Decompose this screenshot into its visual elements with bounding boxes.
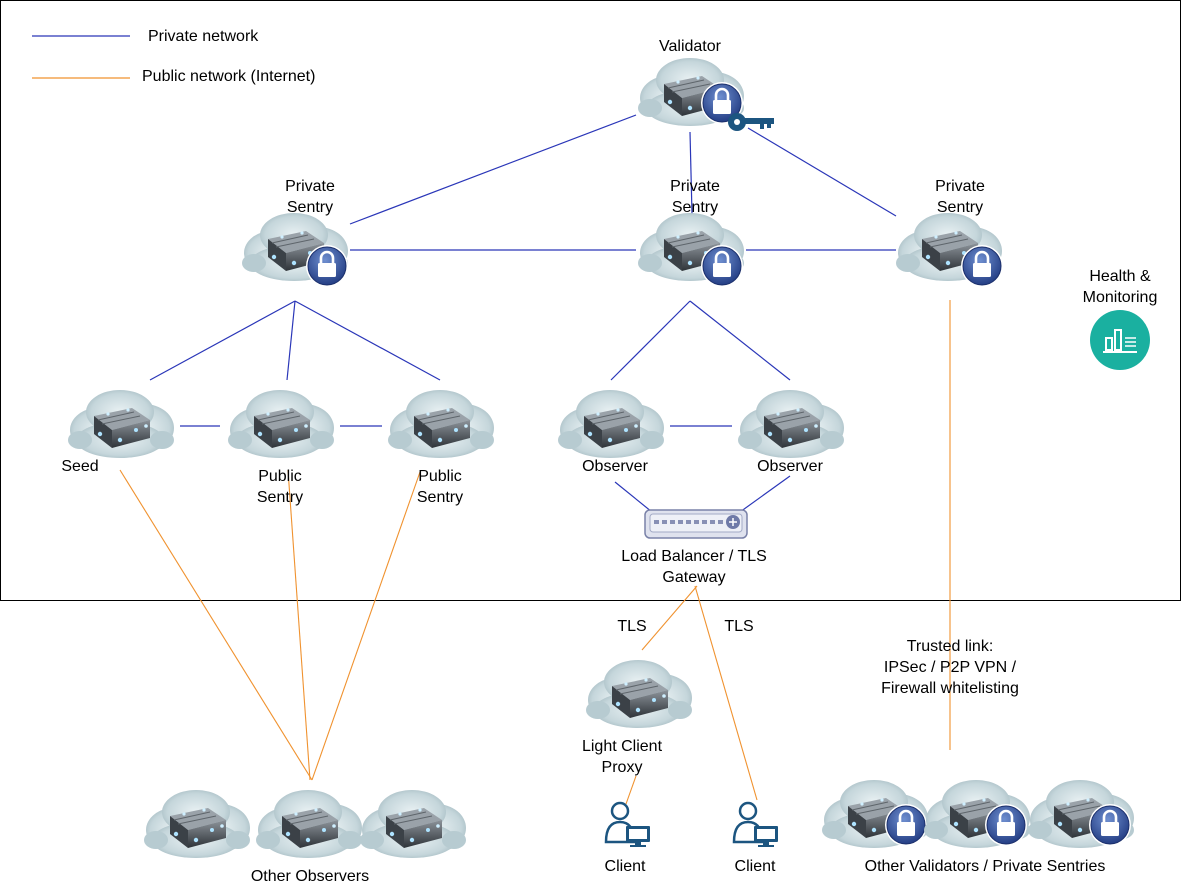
other-observer-1-node-icon <box>143 789 251 859</box>
observer-1-node-icon <box>557 389 665 459</box>
public-sentry-2-label: Public Sentry <box>416 468 464 506</box>
link-privsentry-seed <box>149 300 296 381</box>
observer-1-label: Observer <box>582 458 648 475</box>
link-validator-privsentry-center <box>689 131 693 215</box>
link-pubsentry1-otherobservers <box>287 469 311 781</box>
private-sentry-left-lock-icon <box>304 243 350 289</box>
legend-private-label: Private network <box>148 28 259 45</box>
other-observers-label: Other Observers <box>250 868 370 885</box>
client-2-label: Client <box>734 858 776 875</box>
public-sentry-2-node-icon <box>387 389 495 459</box>
tls-label-1: TLS <box>617 618 647 635</box>
observer-2-label: Observer <box>757 458 823 475</box>
observer-2-node-icon <box>737 389 845 459</box>
other-validator-2-lock-icon <box>983 802 1029 848</box>
other-observer-3-node-icon <box>359 789 467 859</box>
client-2-user-computer-icon <box>732 801 778 847</box>
link-privsentry-pubsentry2 <box>294 300 441 381</box>
key-icon <box>728 113 774 131</box>
public-sentry-1-label: Public Sentry <box>256 468 304 506</box>
link-validator-privsentry-right <box>747 127 897 217</box>
link-observer2-lb <box>739 475 791 513</box>
other-observer-2-node-icon <box>255 789 363 859</box>
seed-label: Seed <box>61 458 99 475</box>
other-validators-label: Other Validators / Private Sentries <box>864 858 1106 875</box>
private-sentry-right-label: Private Sentry <box>935 178 985 216</box>
link-privsentry-observer2 <box>689 300 791 381</box>
legend-public-label: Public network (Internet) <box>142 68 316 85</box>
public-sentry-1-node-icon <box>227 389 335 459</box>
link-validator-privsentry-left <box>349 114 637 225</box>
link-observer1-lb <box>614 481 653 513</box>
link-privsentry-observer1 <box>610 300 691 381</box>
link-lb-lightclientproxy <box>641 585 698 651</box>
private-sentry-right-lock-icon <box>959 243 1005 289</box>
private-sentry-center-lock-icon <box>699 243 745 289</box>
private-sentry-center-label: Private Sentry <box>670 178 720 216</box>
public-links <box>119 300 951 805</box>
link-seed-otherobservers <box>119 469 313 781</box>
light-client-proxy-label: Light Client Proxy <box>581 738 663 776</box>
private-sentry-left-label: Private Sentry <box>285 178 335 216</box>
load-balancer-label: Load Balancer / TLS Gateway <box>621 548 767 586</box>
other-validator-3-lock-icon <box>1087 802 1133 848</box>
link-pubsentry2-otherobservers <box>311 471 421 781</box>
client-1-user-computer-icon <box>604 801 650 847</box>
link-lb-client2 <box>694 585 758 801</box>
link-privsentry-pubsentry1 <box>286 300 296 381</box>
trusted-link-label: Trusted link: IPSec / P2P VPN / Firewall… <box>881 638 1019 697</box>
link-proxy-client1 <box>625 775 637 805</box>
tls-label-2: TLS <box>724 618 754 635</box>
other-validator-1-lock-icon <box>883 802 929 848</box>
health-monitoring-label: Health & Monitoring <box>1082 268 1158 306</box>
light-client-proxy-node-icon <box>585 659 693 729</box>
private-zone-border <box>0 0 1181 601</box>
load-balancer-icon <box>644 509 748 539</box>
client-1-label: Client <box>604 858 646 875</box>
monitoring-chart-icon <box>1090 310 1150 370</box>
private-links <box>149 114 897 513</box>
seed-node-icon <box>67 389 175 459</box>
validator-label: Validator <box>659 38 721 55</box>
